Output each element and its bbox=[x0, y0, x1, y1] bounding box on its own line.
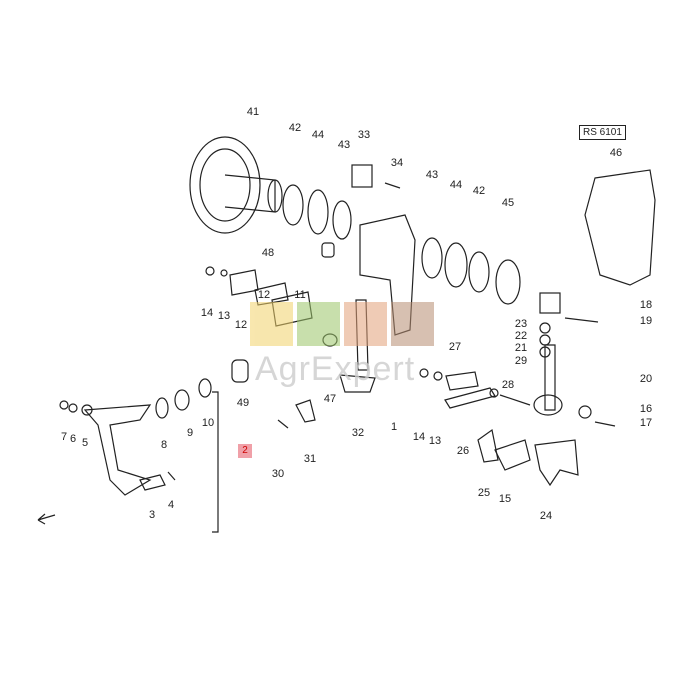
callout-1: 1 bbox=[391, 421, 397, 433]
callout-17: 17 bbox=[640, 417, 652, 429]
callout-27: 27 bbox=[449, 341, 461, 353]
part-24-fork bbox=[534, 439, 579, 487]
reference-code: RS 6101 bbox=[579, 125, 626, 140]
part-pedal bbox=[83, 404, 152, 496]
callout-48: 48 bbox=[262, 247, 274, 259]
tractor-icon bbox=[250, 302, 293, 346]
callout-42: 42 bbox=[289, 122, 301, 134]
callout-29: 29 bbox=[515, 355, 527, 367]
callout-21: 21 bbox=[515, 342, 527, 354]
callout-13: 13 bbox=[218, 310, 230, 322]
callout-10: 10 bbox=[202, 417, 214, 429]
callout-25: 25 bbox=[478, 487, 490, 499]
callout-23: 23 bbox=[515, 318, 527, 330]
watermark-text: AgrExpert bbox=[255, 350, 416, 388]
callout-31: 31 bbox=[304, 453, 316, 465]
group-label: 2 bbox=[238, 444, 252, 458]
callout-34: 34 bbox=[391, 157, 403, 169]
callout-22: 22 bbox=[515, 330, 527, 342]
callout-11: 11 bbox=[294, 289, 305, 301]
part-48-bush bbox=[321, 242, 335, 258]
part-42-ring bbox=[282, 184, 304, 226]
callout-16: 16 bbox=[640, 403, 652, 415]
part-49-bush bbox=[231, 359, 249, 383]
callout-3: 3 bbox=[149, 509, 155, 521]
part-33-pinion bbox=[351, 164, 373, 188]
fence-icon bbox=[391, 302, 434, 346]
callout-8: 8 bbox=[161, 439, 167, 451]
part-46-housing bbox=[584, 169, 656, 286]
part-44-ring bbox=[307, 189, 329, 235]
watermark-tiles bbox=[250, 302, 434, 346]
callout-43: 43 bbox=[338, 139, 350, 151]
part-34-pin bbox=[384, 182, 401, 189]
part-45-circlip bbox=[495, 259, 521, 305]
callout-45: 45 bbox=[502, 197, 514, 209]
callout-44: 44 bbox=[450, 179, 462, 191]
callout-9: 9 bbox=[187, 427, 193, 439]
part-26-lever bbox=[444, 387, 496, 409]
group-bracket bbox=[212, 391, 219, 533]
part-20-shaft bbox=[544, 344, 556, 411]
wheelbarrow-icon bbox=[297, 302, 340, 346]
callout-41: 41 bbox=[247, 106, 259, 118]
part-18-pinion bbox=[539, 292, 561, 314]
callout-43: 43 bbox=[426, 169, 438, 181]
callout-20: 20 bbox=[640, 373, 652, 385]
part-27-spring bbox=[445, 371, 479, 391]
callout-4: 4 bbox=[168, 499, 174, 511]
part-41-shaft bbox=[224, 174, 276, 213]
callout-14: 14 bbox=[201, 307, 213, 319]
callout-18: 18 bbox=[640, 299, 652, 311]
part-41-gear bbox=[189, 136, 261, 234]
callout-32: 32 bbox=[352, 427, 364, 439]
callout-12: 12 bbox=[235, 319, 247, 331]
callout-19: 19 bbox=[640, 315, 652, 327]
callout-24: 24 bbox=[540, 510, 552, 522]
callout-44: 44 bbox=[312, 129, 324, 141]
tools-icon bbox=[344, 302, 387, 346]
callout-14: 14 bbox=[413, 431, 425, 443]
callout-30: 30 bbox=[272, 468, 284, 480]
callout-6: 6 bbox=[70, 433, 76, 445]
callout-28: 28 bbox=[502, 379, 514, 391]
callout-7: 7 bbox=[61, 431, 67, 443]
callout-13: 13 bbox=[429, 435, 441, 447]
callout-49: 49 bbox=[237, 397, 249, 409]
part-43-ring bbox=[332, 200, 352, 240]
direction-arrow bbox=[37, 513, 56, 525]
callout-46: 46 bbox=[610, 147, 622, 159]
callout-47: 47 bbox=[324, 393, 336, 405]
callout-15: 15 bbox=[499, 493, 511, 505]
callout-5: 5 bbox=[82, 437, 88, 449]
callout-42: 42 bbox=[473, 185, 485, 197]
callout-33: 33 bbox=[358, 129, 370, 141]
callout-26: 26 bbox=[457, 445, 469, 457]
part-32-shaft bbox=[355, 299, 369, 371]
callout-12: 12 bbox=[258, 289, 270, 301]
part-15-cam bbox=[494, 439, 531, 471]
